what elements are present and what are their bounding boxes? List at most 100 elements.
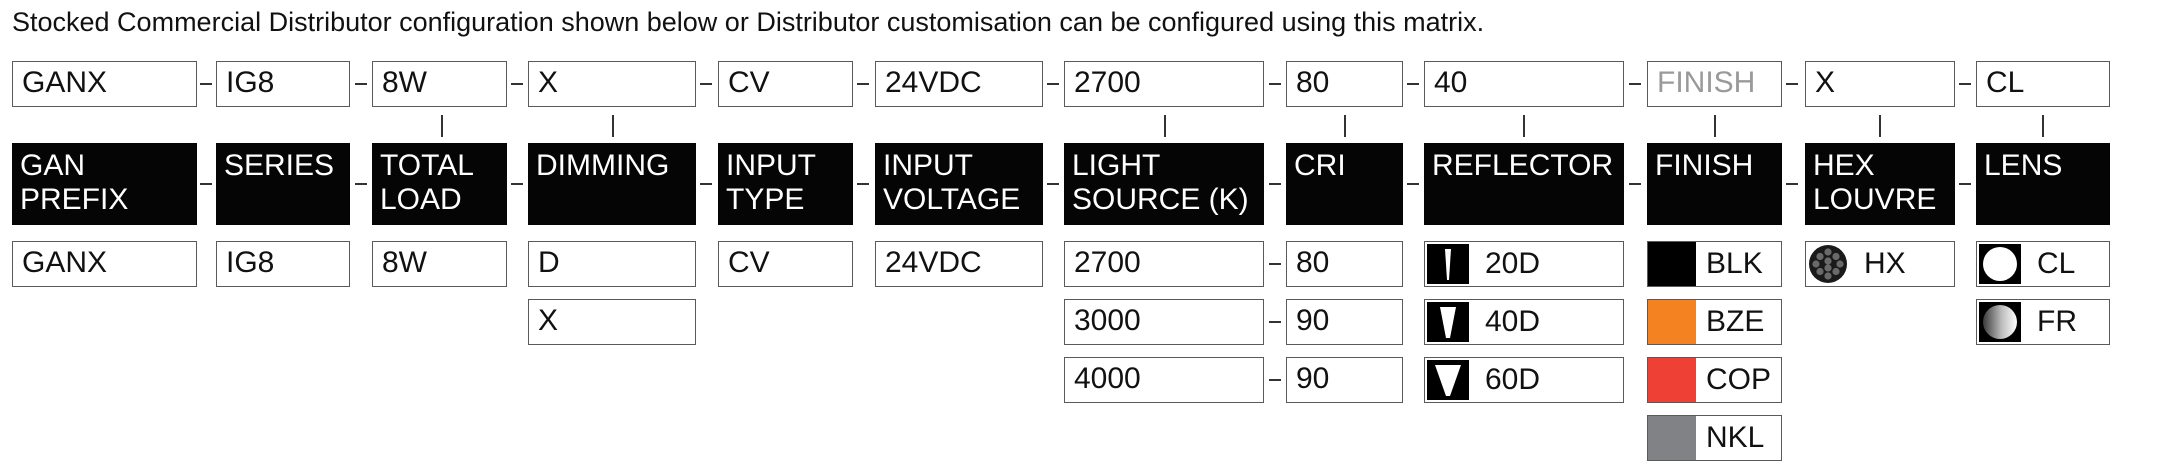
separator-dash	[1269, 183, 1281, 185]
header-cri: CRI	[1286, 143, 1403, 225]
separator-dash	[1407, 83, 1419, 85]
reflector-label: 40D	[1485, 305, 1541, 338]
separator-dash	[1047, 183, 1059, 185]
option-light-source: 2700	[1064, 241, 1264, 287]
option-input-voltage: 24VDC	[875, 241, 1043, 287]
option-input-type: CV	[718, 241, 853, 287]
option-cri: 90	[1286, 357, 1403, 403]
header-total-load: TOTAL LOAD	[372, 143, 507, 225]
separator-dash	[200, 183, 212, 185]
option-lens: FR	[1976, 299, 2110, 345]
header-series: SERIES	[216, 143, 350, 225]
finish-label: BLK	[1706, 247, 1763, 280]
header-dimming: DIMMING	[528, 143, 696, 225]
option-finish: COP	[1647, 357, 1782, 403]
selected-total-load: 8W	[372, 61, 507, 107]
separator-dash	[1269, 263, 1281, 265]
selected-input-type: CV	[718, 61, 853, 107]
option-reflector: 40D	[1424, 299, 1624, 345]
option-cri: 80	[1286, 241, 1403, 287]
finish-swatch	[1648, 242, 1696, 286]
lens-label: FR	[2037, 305, 2077, 338]
hex-louvre-label: HX	[1864, 247, 1906, 280]
header-light-source: LIGHT SOURCE (K)	[1064, 143, 1264, 225]
reflector-label: 60D	[1485, 363, 1541, 396]
finish-swatch	[1648, 300, 1696, 344]
selected-reflector: 40	[1424, 61, 1624, 107]
separator-dash	[1269, 83, 1281, 85]
finish-swatch	[1648, 416, 1696, 460]
connector-line	[612, 115, 614, 137]
clear-lens-icon	[1979, 244, 2021, 284]
option-finish: NKL	[1647, 415, 1782, 461]
separator-dash	[1269, 379, 1281, 381]
selected-light-source: 2700	[1064, 61, 1264, 107]
frosted-lens-icon	[1979, 302, 2021, 342]
separator-dash	[1959, 183, 1971, 185]
separator-dash	[511, 183, 523, 185]
connector-line	[1344, 115, 1346, 137]
separator-dash	[700, 183, 712, 185]
option-series: IG8	[216, 241, 350, 287]
option-finish: BZE	[1647, 299, 1782, 345]
selected-hex-louvre: X	[1805, 61, 1955, 107]
header-finish: FINISH	[1647, 143, 1782, 225]
lens-label: CL	[2037, 247, 2076, 280]
option-reflector: 20D	[1424, 241, 1624, 287]
connector-line	[1879, 115, 1881, 137]
separator-dash	[1407, 183, 1419, 185]
separator-dash	[1786, 183, 1798, 185]
finish-label: NKL	[1706, 421, 1765, 454]
header-hex-louvre: HEX LOUVRE	[1805, 143, 1955, 225]
header-gan-prefix: GAN PREFIX	[12, 143, 197, 225]
wide-beam-icon	[1427, 360, 1469, 400]
separator-dash	[1047, 83, 1059, 85]
option-cri: 90	[1286, 299, 1403, 345]
separator-dash	[355, 183, 367, 185]
separator-dash	[355, 83, 367, 85]
separator-dash	[1959, 83, 1971, 85]
option-finish: BLK	[1647, 241, 1782, 287]
hex-louvre-icon	[1808, 244, 1848, 284]
option-total-load: 8W	[372, 241, 507, 287]
separator-dash	[511, 83, 523, 85]
connector-line	[441, 115, 443, 137]
medium-beam-icon	[1427, 302, 1469, 342]
selected-input-voltage: 24VDC	[875, 61, 1043, 107]
separator-dash	[700, 83, 712, 85]
separator-dash	[1786, 83, 1798, 85]
selected-dimming: X	[528, 61, 696, 107]
separator-dash	[1629, 183, 1641, 185]
separator-dash	[200, 83, 212, 85]
connector-line	[1164, 115, 1166, 137]
selected-cri: 80	[1286, 61, 1403, 107]
finish-label: COP	[1706, 363, 1772, 396]
option-gan-prefix: GANX	[12, 241, 197, 287]
option-light-source: 4000	[1064, 357, 1264, 403]
option-light-source: 3000	[1064, 299, 1264, 345]
connector-line	[1714, 115, 1716, 137]
option-dimming: X	[528, 299, 696, 345]
selected-series: IG8	[216, 61, 350, 107]
intro-text: Stocked Commercial Distributor configura…	[12, 7, 1485, 37]
separator-dash	[1269, 321, 1281, 323]
separator-dash	[857, 183, 869, 185]
option-reflector: 60D	[1424, 357, 1624, 403]
option-dimming: D	[528, 241, 696, 287]
selected-finish-placeholder: FINISH	[1647, 61, 1782, 107]
finish-label: BZE	[1706, 305, 1765, 338]
option-lens: CL	[1976, 241, 2110, 287]
separator-dash	[857, 83, 869, 85]
option-hex-louvre: HX	[1805, 241, 1955, 287]
header-input-voltage: INPUT VOLTAGE	[875, 143, 1043, 225]
header-input-type: INPUT TYPE	[718, 143, 853, 225]
connector-line	[1523, 115, 1525, 137]
separator-dash	[1629, 83, 1641, 85]
reflector-label: 20D	[1485, 247, 1541, 280]
selected-lens: CL	[1976, 61, 2110, 107]
narrow-beam-icon	[1427, 244, 1469, 284]
connector-line	[2042, 115, 2044, 137]
finish-swatch	[1648, 358, 1696, 402]
selected-gan-prefix: GANX	[12, 61, 197, 107]
